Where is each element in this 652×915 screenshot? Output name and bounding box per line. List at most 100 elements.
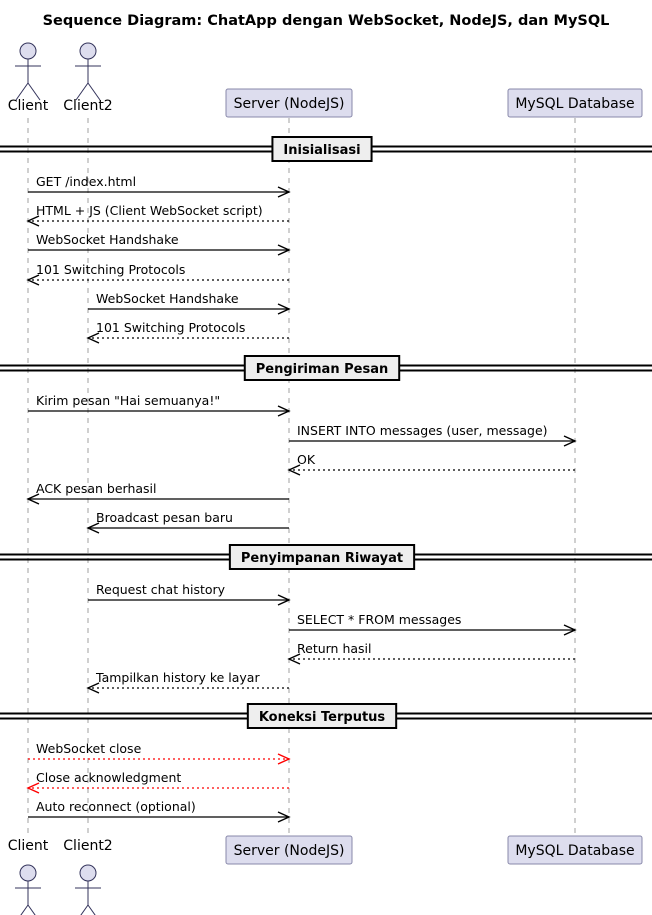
message-arrow[interactable]: Request chat history <box>88 582 291 606</box>
participant-box-mysql[interactable]: MySQL Database <box>507 88 643 118</box>
divider-label: Koneksi Terputus <box>259 710 386 725</box>
message-arrowhead-icon <box>563 435 577 447</box>
actor-leg-left <box>75 82 89 101</box>
message-arrow[interactable]: INSERT INTO messages (user, message) <box>289 423 577 447</box>
message-label: WebSocket close <box>36 741 142 756</box>
participant-actor-client[interactable]: Client <box>8 838 49 915</box>
message-arrow[interactable]: Auto reconnect (optional) <box>28 799 291 823</box>
section-divider: Koneksi Terputus <box>0 703 652 729</box>
participant-label-server: Server (NodeJS) <box>234 96 345 112</box>
message-arrow[interactable]: WebSocket Handshake <box>28 232 291 256</box>
message-arrow[interactable]: GET /index.html <box>28 174 291 198</box>
message-arrow[interactable]: Close acknowledgment <box>26 770 289 794</box>
participants-top-layer: Client Client2 Server (NodeJS) MySQL Databa… <box>8 42 643 118</box>
actor-leg-left <box>20 904 29 915</box>
message-label: ACK pesan berhasil <box>36 481 157 496</box>
message-label: GET /index.html <box>36 174 136 189</box>
message-arrowhead-icon <box>277 303 291 315</box>
message-arrow[interactable]: Tampilkan history ke layar <box>86 670 289 694</box>
message-label: OK <box>297 452 316 467</box>
message-arrow[interactable]: HTML + JS (Client WebSocket script) <box>26 203 289 227</box>
divider-label-box <box>243 355 401 381</box>
section-divider: Pengiriman Pesan <box>0 355 652 381</box>
participant-box-rect <box>507 835 643 865</box>
message-label: WebSocket Handshake <box>36 232 179 247</box>
actor-head-icon <box>79 864 97 882</box>
message-label: WebSocket Handshake <box>96 291 239 306</box>
participant-label-mysql: MySQL Database <box>515 843 634 859</box>
message-label: Kirim pesan "Hai semuanya!" <box>36 393 220 408</box>
message-label: Request chat history <box>96 582 226 597</box>
actor-leg-left <box>80 904 89 915</box>
actor-leg-right <box>87 82 101 101</box>
participant-label-client: Client <box>8 98 49 114</box>
message-arrowhead-icon <box>563 624 577 636</box>
participant-actor-client2[interactable]: Client2 <box>63 42 113 114</box>
message-arrow[interactable]: OK <box>287 452 575 476</box>
participant-actor-client2[interactable]: Client2 <box>63 838 113 915</box>
message-label: Auto reconnect (optional) <box>36 799 196 814</box>
actor-leg-right <box>87 904 96 915</box>
divider-label-box <box>228 544 416 570</box>
participant-box-rect <box>225 88 353 118</box>
actor-leg-right <box>27 904 36 915</box>
message-arrow[interactable]: SELECT * FROM messages <box>289 612 577 636</box>
participant-actor-client[interactable]: Client <box>8 42 49 114</box>
message-arrowhead-icon <box>277 811 291 823</box>
message-arrow[interactable]: WebSocket Handshake <box>88 291 291 315</box>
message-arrowhead-icon <box>86 522 100 534</box>
message-label: Return hasil <box>297 641 372 656</box>
actor-head-icon <box>79 42 97 60</box>
message-arrowhead-icon <box>287 653 301 665</box>
message-arrowhead-icon <box>86 682 100 694</box>
message-arrowhead-icon <box>86 332 100 344</box>
participants-bottom-layer: Client Client2 Server (NodeJS) MySQL Databa… <box>8 835 643 915</box>
message-arrowhead-icon <box>287 464 301 476</box>
actor-head-icon <box>19 864 37 882</box>
message-arrowhead-icon <box>277 244 291 256</box>
participant-label-server: Server (NodeJS) <box>234 843 345 859</box>
participant-label-mysql: MySQL Database <box>515 96 634 112</box>
message-arrowhead-icon <box>277 405 291 417</box>
message-arrow[interactable]: 101 Switching Protocols <box>26 262 289 286</box>
message-label: 101 Switching Protocols <box>96 320 245 335</box>
message-arrowhead-icon <box>26 782 40 794</box>
message-arrow[interactable]: Kirim pesan "Hai semuanya!" <box>28 393 291 417</box>
message-label: INSERT INTO messages (user, message) <box>297 423 548 438</box>
message-arrowhead-icon <box>277 753 291 765</box>
message-label: SELECT * FROM messages <box>297 612 461 627</box>
message-label: 101 Switching Protocols <box>36 262 185 277</box>
message-arrow[interactable]: Return hasil <box>287 641 575 665</box>
participant-box-rect <box>225 835 353 865</box>
actor-leg-right <box>27 82 41 101</box>
message-arrow[interactable]: Broadcast pesan baru <box>86 510 289 534</box>
participant-box-server[interactable]: Server (NodeJS) <box>225 88 353 118</box>
message-arrow[interactable]: ACK pesan berhasil <box>26 481 289 505</box>
message-label: Broadcast pesan baru <box>96 510 233 525</box>
participant-box-mysql[interactable]: MySQL Database <box>507 835 643 865</box>
actor-head-icon <box>19 42 37 60</box>
message-arrowhead-icon <box>277 594 291 606</box>
participant-label-client: Client <box>8 838 49 854</box>
divider-label: Pengiriman Pesan <box>256 362 388 377</box>
message-label: Tampilkan history ke layar <box>95 670 260 685</box>
message-arrowhead-icon <box>26 215 40 227</box>
section-divider: Penyimpanan Riwayat <box>0 544 652 570</box>
divider-label: Inisialisasi <box>283 143 360 158</box>
message-arrowhead-icon <box>26 274 40 286</box>
divider-label-box <box>271 136 373 162</box>
message-label: Close acknowledgment <box>36 770 181 785</box>
message-arrow[interactable]: 101 Switching Protocols <box>86 320 289 344</box>
message-arrow[interactable]: WebSocket close <box>28 741 291 765</box>
participant-label-client2: Client2 <box>63 838 112 854</box>
divider-label-box <box>246 703 398 729</box>
participant-box-server[interactable]: Server (NodeJS) <box>225 835 353 865</box>
message-arrowhead-icon <box>277 186 291 198</box>
actor-leg-left <box>15 82 29 101</box>
message-arrowhead-icon <box>26 493 40 505</box>
participant-label-client2: Client2 <box>63 98 112 114</box>
